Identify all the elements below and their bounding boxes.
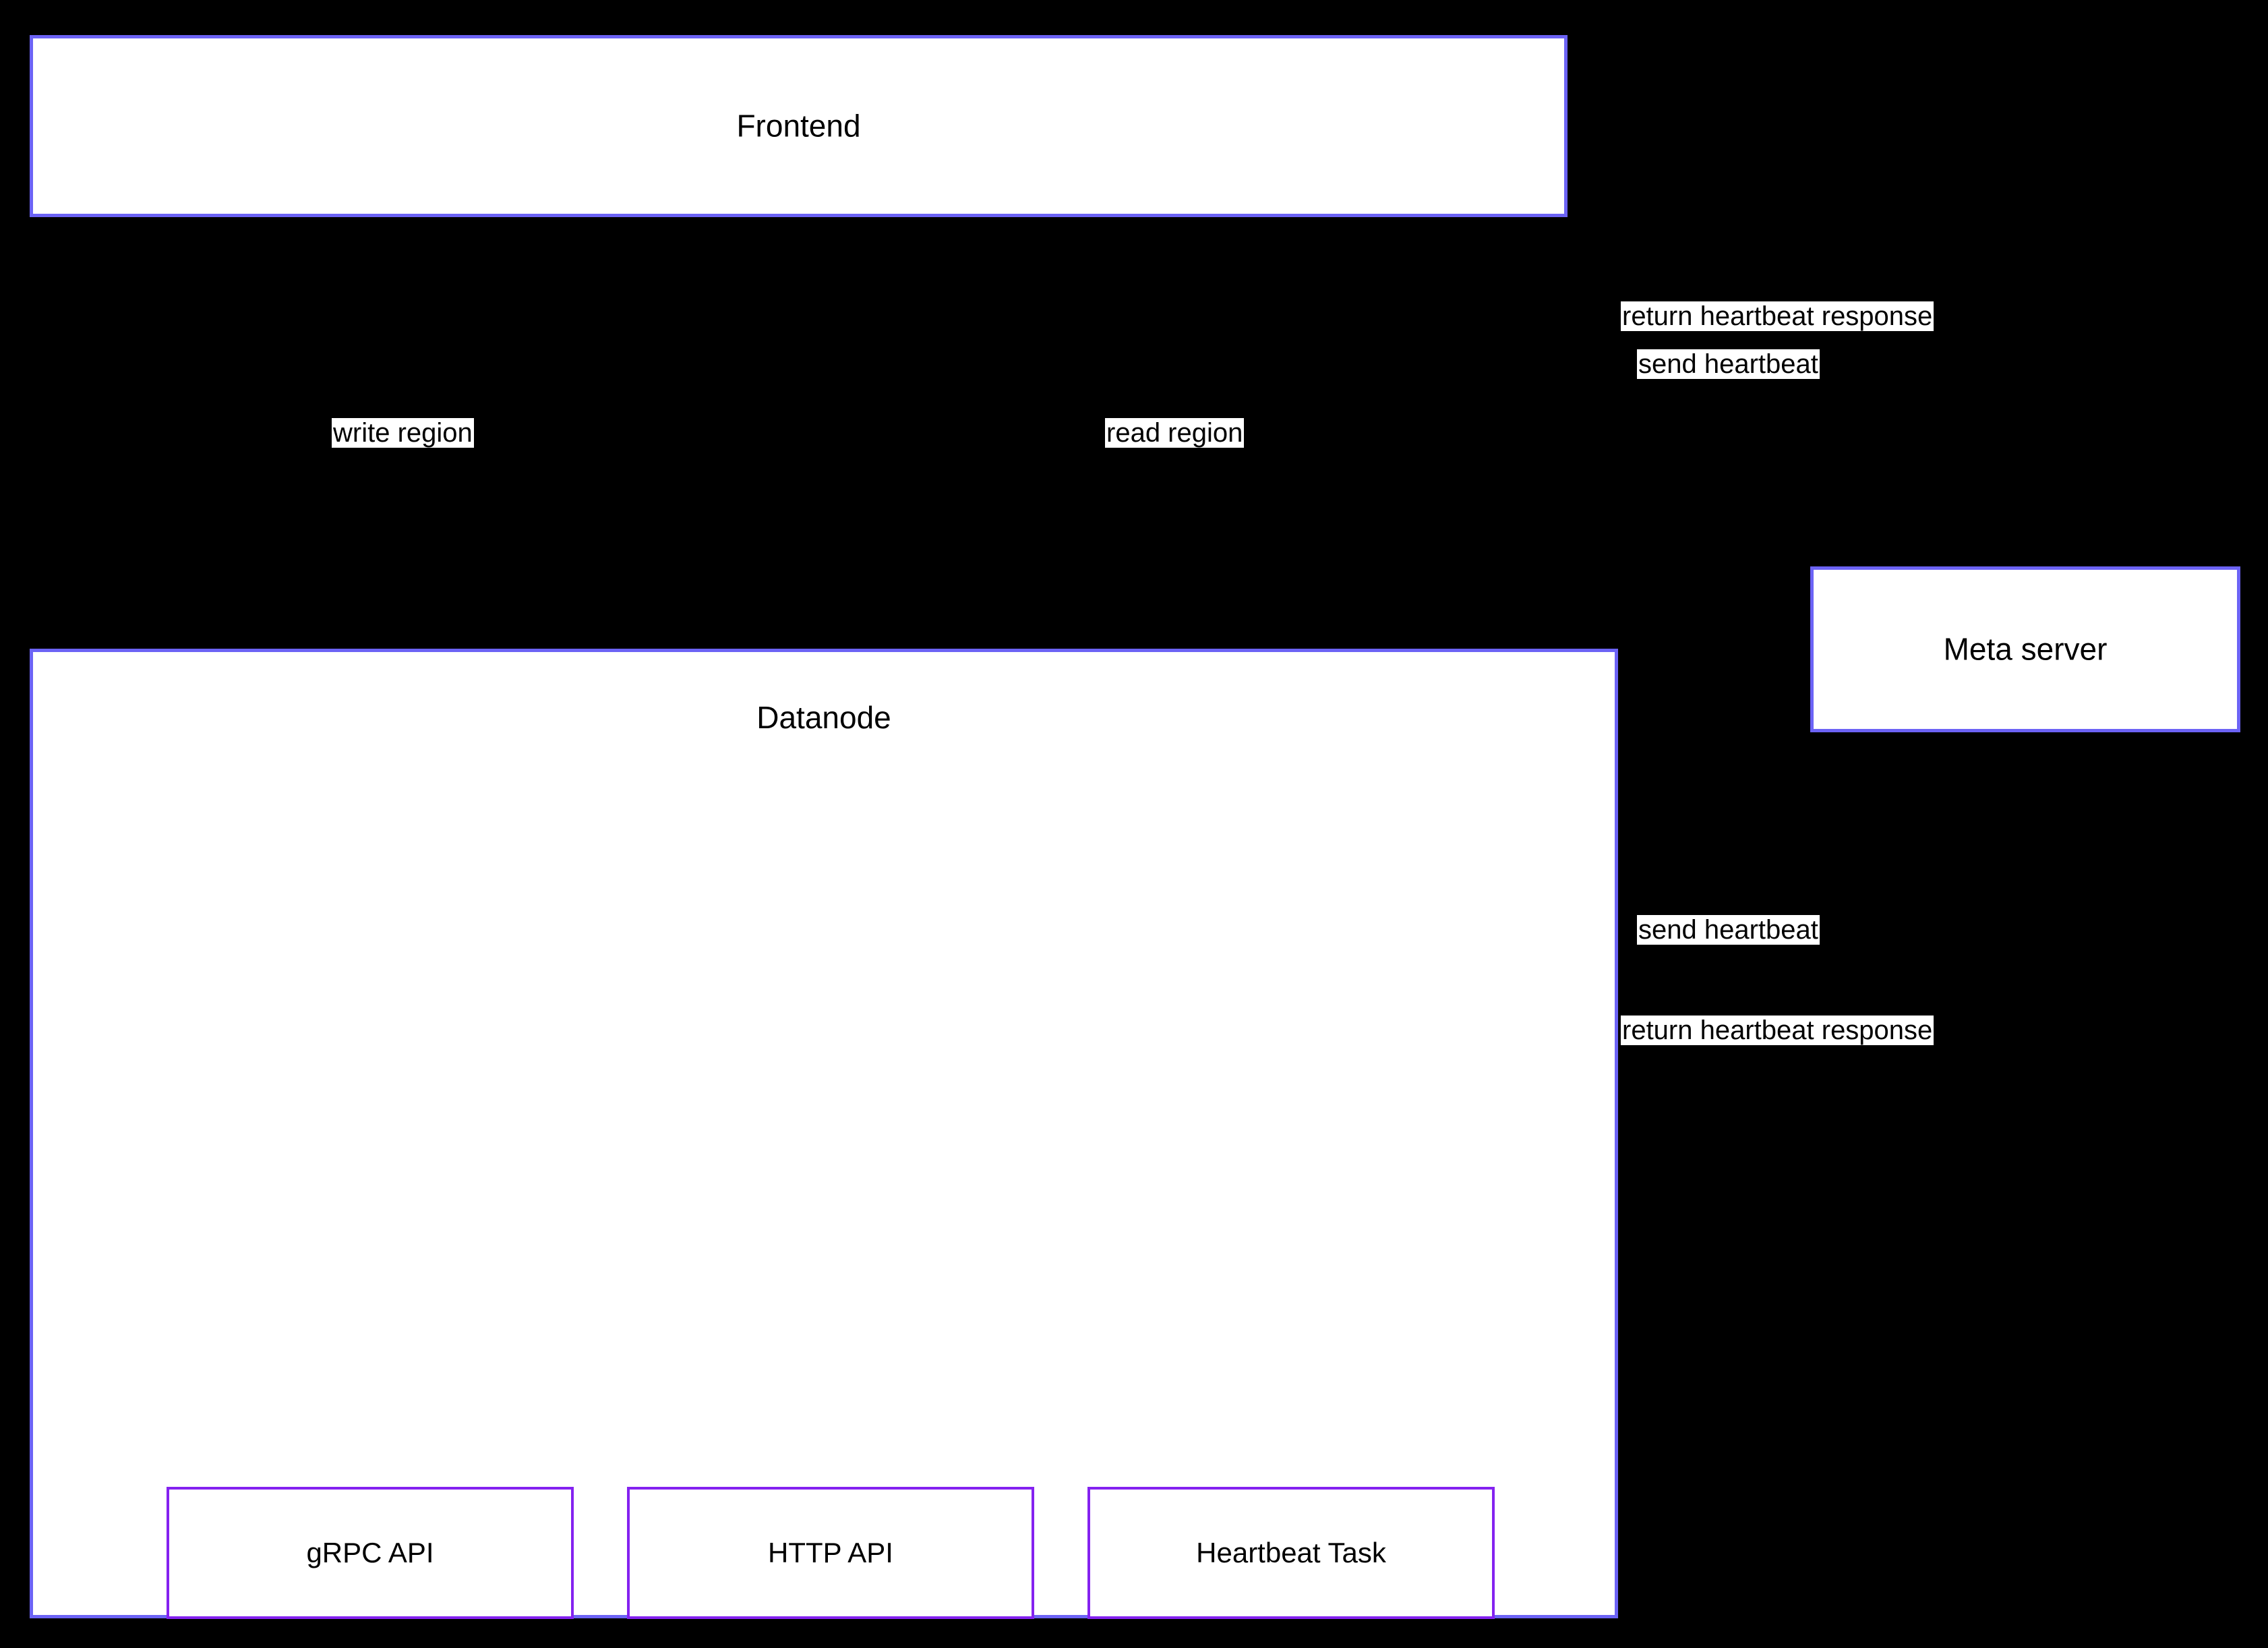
edge-label-send-heartbeat-bottom: send heartbeat (1637, 915, 1820, 945)
component-heartbeat-task[interactable]: Heartbeat Task (1087, 1487, 1495, 1619)
datanode-title: Datanode (756, 700, 891, 735)
edge-label-read-region: read region (1105, 418, 1245, 448)
edge-label-write-region: write region (332, 418, 474, 448)
component-label: gRPC API (306, 1536, 434, 1568)
edge-label-return-heartbeat-response-bottom: return heartbeat response (1621, 1016, 1934, 1045)
datanode-node[interactable]: Datanode gRPC API HTTP API Heartbeat Tas… (30, 649, 1618, 1619)
component-http-api[interactable]: HTTP API (627, 1487, 1034, 1619)
component-label: Heartbeat Task (1196, 1536, 1386, 1568)
edge-send-heartbeat-top (1568, 125, 1831, 569)
component-label: HTTP API (768, 1536, 893, 1568)
meta-server-title: Meta server (1943, 631, 2108, 667)
component-grpc-api[interactable]: gRPC API (167, 1487, 574, 1619)
frontend-title: Frontend (736, 108, 861, 144)
edge-label-send-heartbeat-top: send heartbeat (1637, 349, 1820, 379)
frontend-node[interactable]: Frontend (30, 35, 1568, 217)
edge-label-return-heartbeat-response-top: return heartbeat response (1621, 301, 1934, 331)
meta-server-node[interactable]: Meta server (1810, 566, 2240, 732)
